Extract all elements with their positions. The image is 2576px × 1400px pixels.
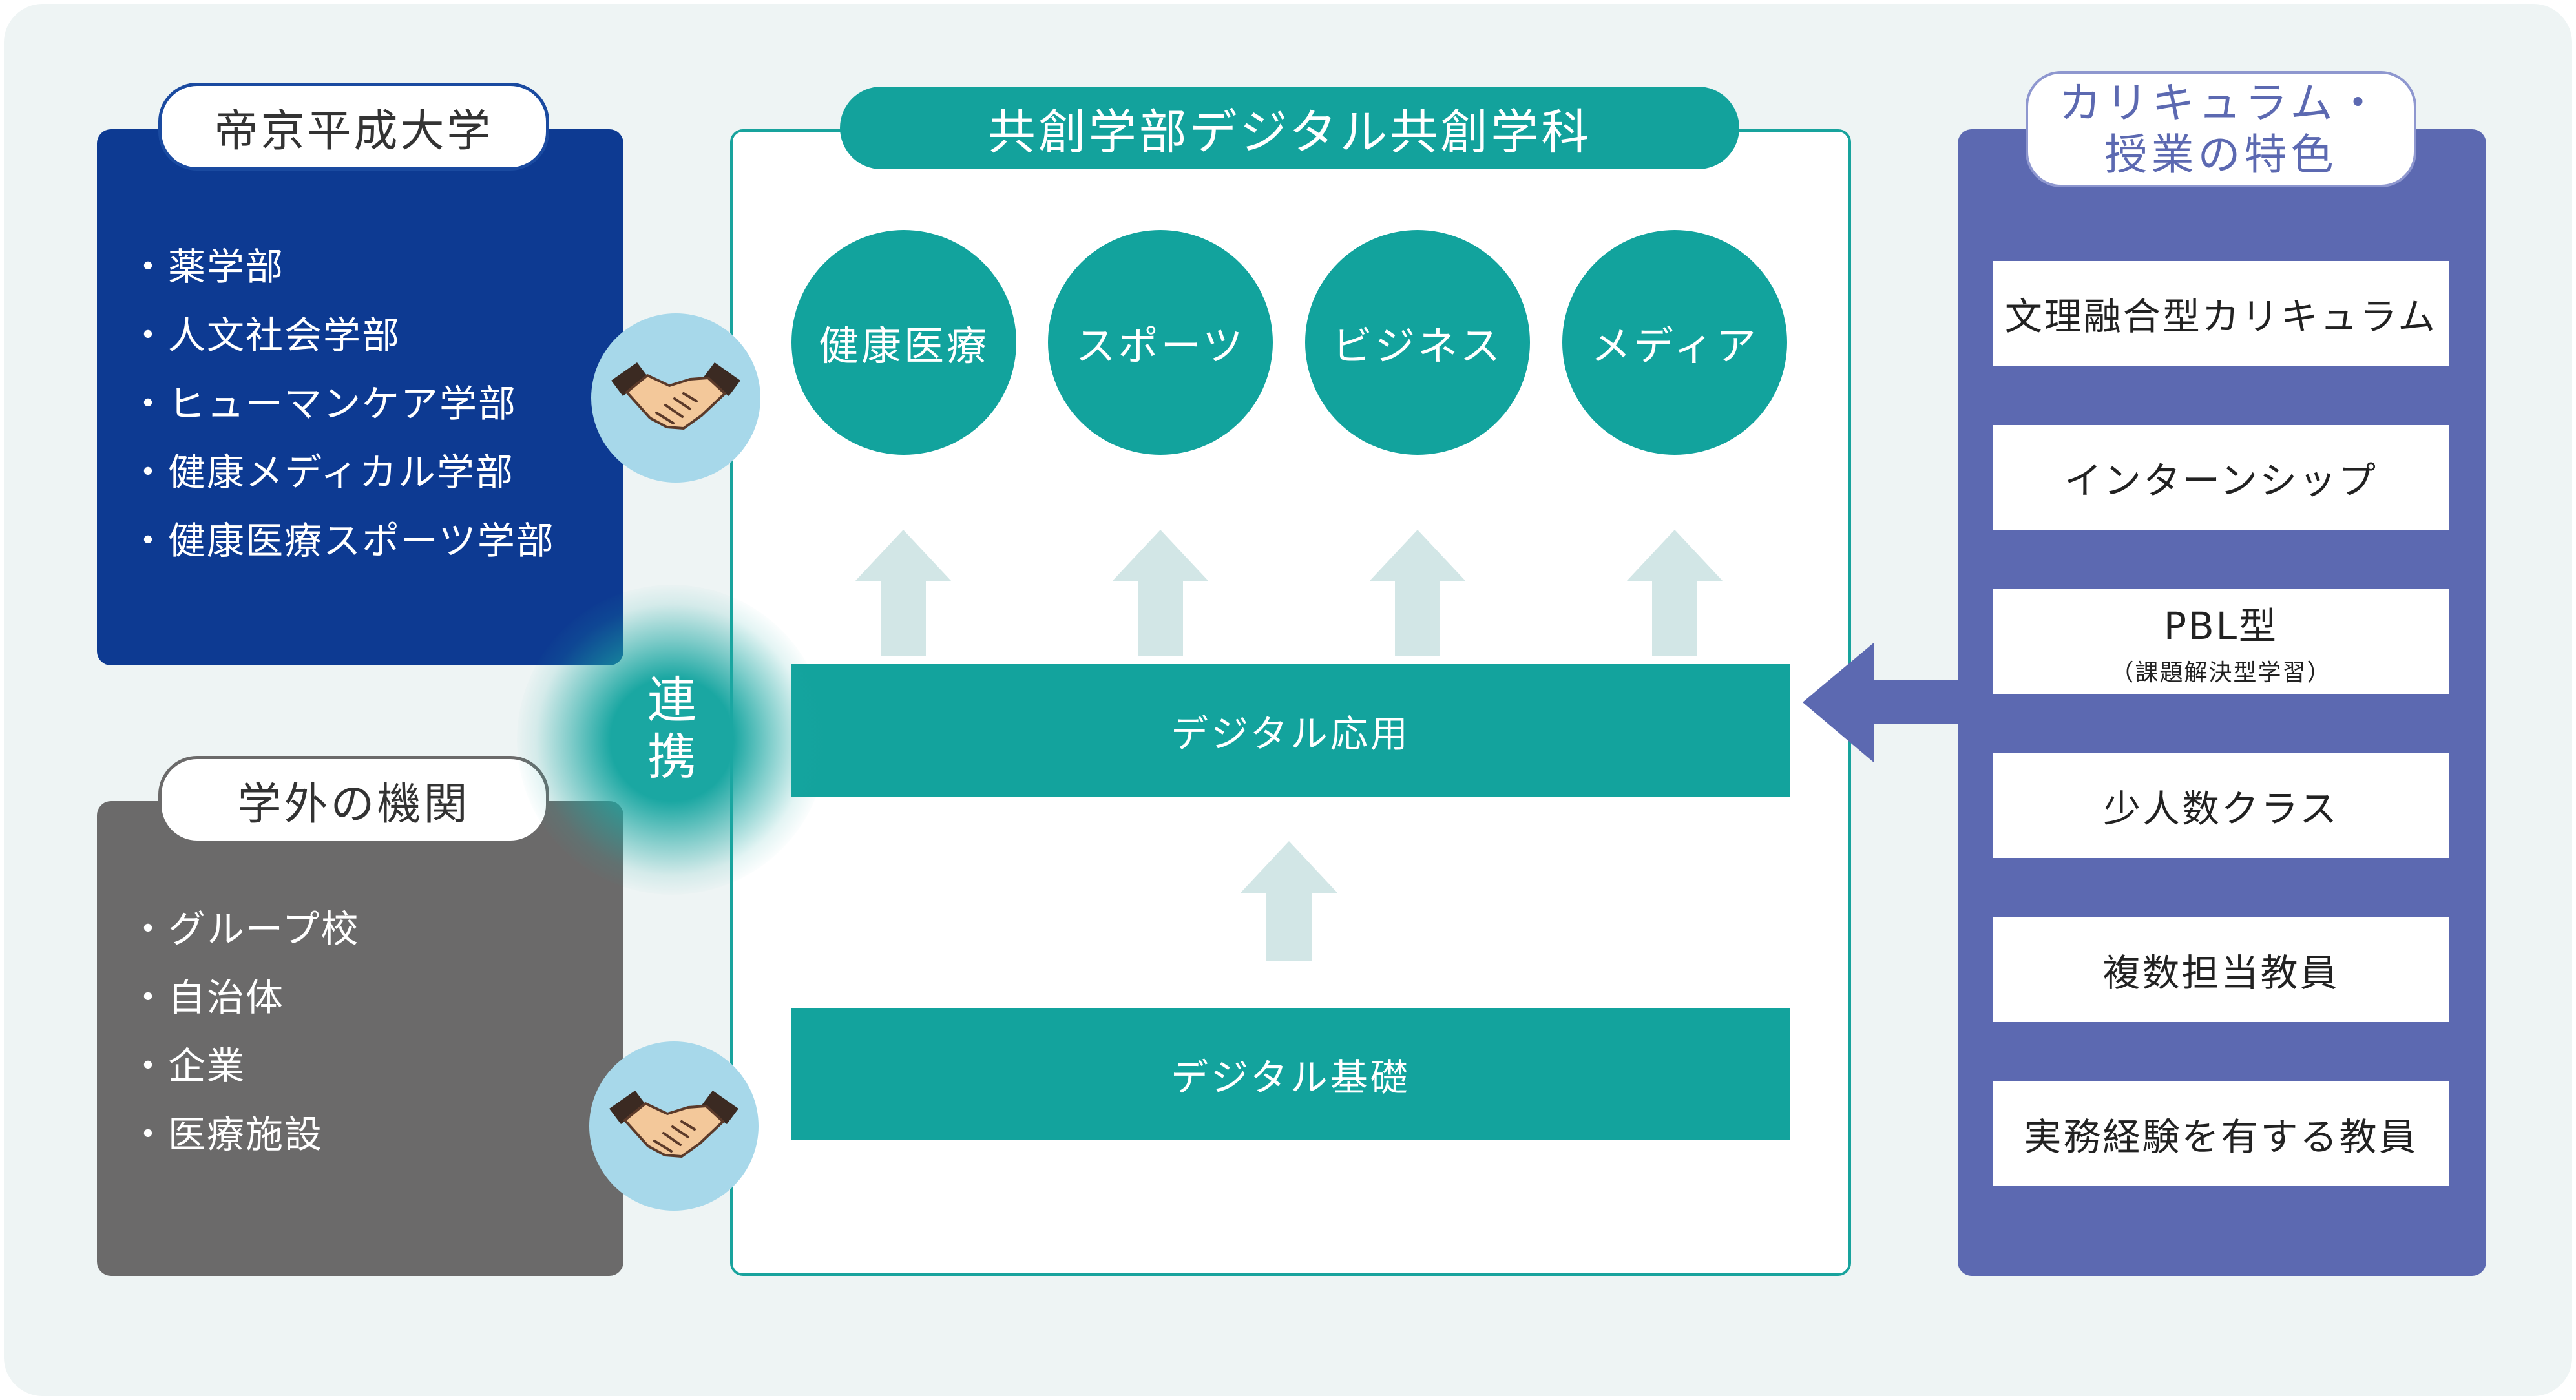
digital-basics-band: デジタル基礎 [791, 1008, 1790, 1140]
university-title: 帝京平成大学 [158, 83, 549, 171]
field-circle-media: メディア [1562, 230, 1787, 455]
feature-item: 少人数クラス [1993, 753, 2449, 858]
field-circle-sports: スポーツ [1048, 230, 1273, 455]
feature-label: 少人数クラス [2103, 787, 2339, 831]
curriculum-title-line2: 授業の特色 [2104, 130, 2338, 180]
feature-label: 実務経験を有する教員 [2024, 1115, 2418, 1159]
up-arrow-icon [1241, 841, 1337, 961]
list-item: ヒューマンケア学部 [129, 370, 594, 438]
feature-label: インターンシップ [2064, 459, 2378, 503]
list-item: 人文社会学部 [129, 301, 594, 370]
list-item: 薬学部 [129, 233, 594, 301]
list-item: 健康医療スポーツ学部 [129, 507, 594, 575]
curriculum-title: カリキュラム・ 授業の特色 [2026, 71, 2416, 187]
digital-applied-band: デジタル応用 [791, 664, 1790, 797]
feature-item: 複数担当教員 [1993, 917, 2449, 1022]
handshake-icon [591, 313, 760, 483]
link-label: 連携 [647, 671, 696, 786]
up-arrow-icon [1369, 530, 1466, 656]
university-faculty-list: 薬学部 人文社会学部 ヒューマンケア学部 健康メディカル学部 健康医療スポーツ学… [129, 233, 594, 575]
list-item: グループ校 [129, 895, 594, 963]
left-arrow-icon [1803, 643, 1961, 762]
feature-label: PBL型 [2163, 604, 2279, 648]
up-arrow-icon [855, 530, 952, 656]
list-item: 自治体 [129, 963, 594, 1032]
feature-item: 文理融合型カリキュラム [1993, 261, 2449, 366]
field-circle-health: 健康医療 [791, 230, 1016, 455]
up-arrow-icon [1626, 530, 1723, 656]
list-item: 健康メディカル学部 [129, 438, 594, 507]
feature-sub-label: （課題解決型学習） [2110, 660, 2332, 686]
feature-label: 複数担当教員 [2102, 951, 2340, 995]
external-title: 学外の機関 [158, 756, 549, 844]
feature-label: 文理融合型カリキュラム [2004, 295, 2438, 339]
list-item: 企業 [129, 1032, 594, 1100]
feature-item: PBL型 （課題解決型学習） [1993, 589, 2449, 694]
link-glow [517, 585, 827, 895]
department-title: 共創学部デジタル共創学科 [840, 87, 1739, 169]
handshake-icon [589, 1041, 759, 1211]
external-org-list: グループ校 自治体 企業 医療施設 [129, 895, 594, 1169]
field-circle-business: ビジネス [1305, 230, 1530, 455]
list-item: 医療施設 [129, 1100, 594, 1169]
feature-item: 実務経験を有する教員 [1993, 1081, 2449, 1186]
up-arrow-icon [1112, 530, 1209, 656]
feature-item: インターンシップ [1993, 425, 2449, 530]
curriculum-title-line1: カリキュラム・ [2058, 78, 2383, 128]
